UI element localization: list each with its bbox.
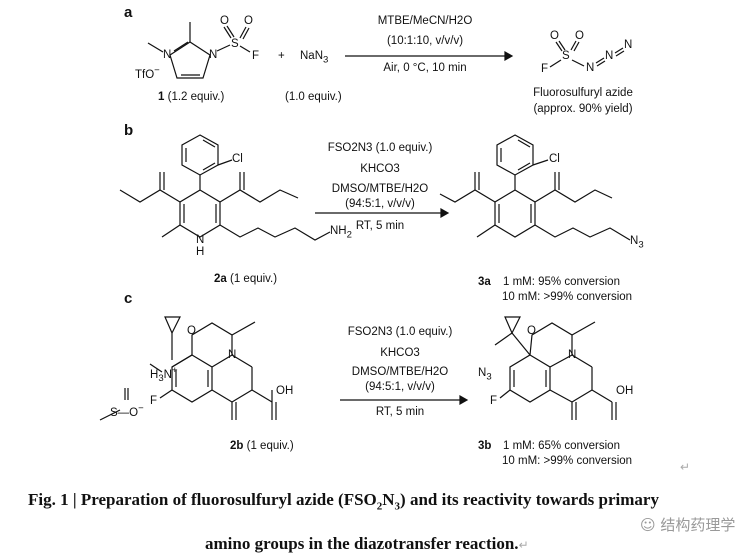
caption-text: Fig. 1 | Preparation of fluorosulfuryl a… [28,490,377,509]
caption-line-2: amino groups in the diazotransfer reacti… [205,534,529,553]
return-mark: ↵ [680,460,691,474]
atom-h: H [196,246,205,258]
result-3b-2: 10 mM: >99% conversion [502,455,633,467]
atom-o: O [244,15,253,27]
atom-o: O [220,15,229,27]
atom-o: O [527,325,536,337]
atom-o: O [187,325,196,337]
compound-3a-structure [439,134,631,241]
product-3b-id: 3b [478,440,492,452]
substrate-2a-label: 2a (1 equiv.) [214,273,278,286]
atom-n: N [568,349,577,361]
subscript: 3 [323,54,329,66]
triflate-counterion: TfO− [135,65,160,81]
equiv-text: (1 equiv.) [246,440,294,452]
condition-a-2: (10:1:10, v/v/v) [386,35,464,47]
compound-id: 2a [214,273,227,285]
condition-b-2: KHCO3 [360,163,400,175]
condition-b-4: (94:5:1, v/v/v) [345,198,415,210]
atom-cl: Cl [549,153,560,165]
equiv-text: (1 equiv.) [230,273,278,285]
atom-n-minus: N [624,39,633,51]
n-text: N [630,235,639,247]
azide-group: N3 [478,367,492,383]
nh-text: NH [330,225,347,237]
result-3a-2: 10 mM: >99% conversion [502,291,633,303]
atom-n: N [228,349,237,361]
atom-n: N [605,50,614,62]
watermark-text: 结构药理学 [660,516,736,534]
reagent-1-label: 1 (1.2 equiv.) [158,91,225,104]
compound-3b-structure [494,316,617,420]
fluorosulfuryl-azide-structure [549,40,625,68]
atom-n: N [586,62,595,74]
compound-1-structure [147,22,251,79]
compound-id: 2b [230,440,244,452]
plus-sign: + [278,50,285,62]
equiv-text: (1.2 equiv.) [167,91,225,103]
carboxylic-oh: OH [616,385,634,397]
substrate-2b-label: 2b (1 equiv.) [230,440,294,453]
condition-c-3: DMSO/MTBE/H2O [351,366,449,378]
h-text: H [150,368,159,381]
condition-c-2: KHCO3 [380,347,420,359]
caption-line-1: Fig. 1 | Preparation of fluorosulfuryl a… [28,490,659,513]
atom-o: O [550,30,559,42]
atom-s: S [562,50,570,62]
azide-group: N3 [630,235,644,251]
condition-b-1: FSO2N3 (1.0 equiv.) [327,142,433,154]
amine-group: NH2 [330,225,352,241]
mesylate-counterion: S—O− [110,403,144,419]
caption-text: amino groups in the diazotransfer reacti… [205,534,519,553]
ammonium-group: H3N+ [150,365,178,385]
product-3a-id: 3a [478,276,491,288]
product-name: Fluorosulfuryl azide [533,87,633,99]
compound-id: 1 [158,91,165,103]
naN-text: NaN [300,50,324,62]
reagent-2-equiv: (1.0 equiv.) [285,91,342,103]
watermark: ☺ 结构药理学 [640,516,736,534]
caption-text: ) and its reactivity towards primary [400,490,659,509]
atom-s: S [231,38,239,50]
result-3b-1: 1 mM: 65% conversion [503,440,620,452]
atom-f: F [150,395,158,407]
condition-c-1: FSO2N3 (1.0 equiv.) [347,326,453,338]
carboxylic-oh: OH [276,385,294,397]
product-yield: (approx. 90% yield) [533,103,633,115]
condition-c-4: (94:5:1, v/v/v) [365,381,435,393]
condition-c-5: RT, 5 min [375,406,425,418]
atom-n: N [209,49,218,61]
atom-cl: Cl [232,153,243,165]
compound-2a-structure [119,134,331,241]
triflate-text: TfO [135,68,155,81]
sodium-azide: NaN3 [300,50,329,66]
condition-a-3: Air, 0 °C, 10 min [383,62,467,74]
condition-b-5: RT, 5 min [355,220,405,232]
panel-label-b: b [124,122,134,139]
condition-a-1: MTBE/MeCN/H2O [377,15,473,27]
panel-label-c: c [124,290,133,307]
condition-b-3: DMSO/MTBE/H2O [331,183,429,195]
panel-label-a: a [124,4,133,21]
atom-f: F [252,50,260,62]
atom-o: O [575,30,584,42]
atom-f: F [490,395,498,407]
result-3a-1: 1 mM: 95% conversion [503,276,620,288]
compound-2b-structure [99,316,277,421]
atom-nh: N [196,234,205,246]
atom-n-plus: N [163,49,172,61]
atom-f: F [541,63,549,75]
